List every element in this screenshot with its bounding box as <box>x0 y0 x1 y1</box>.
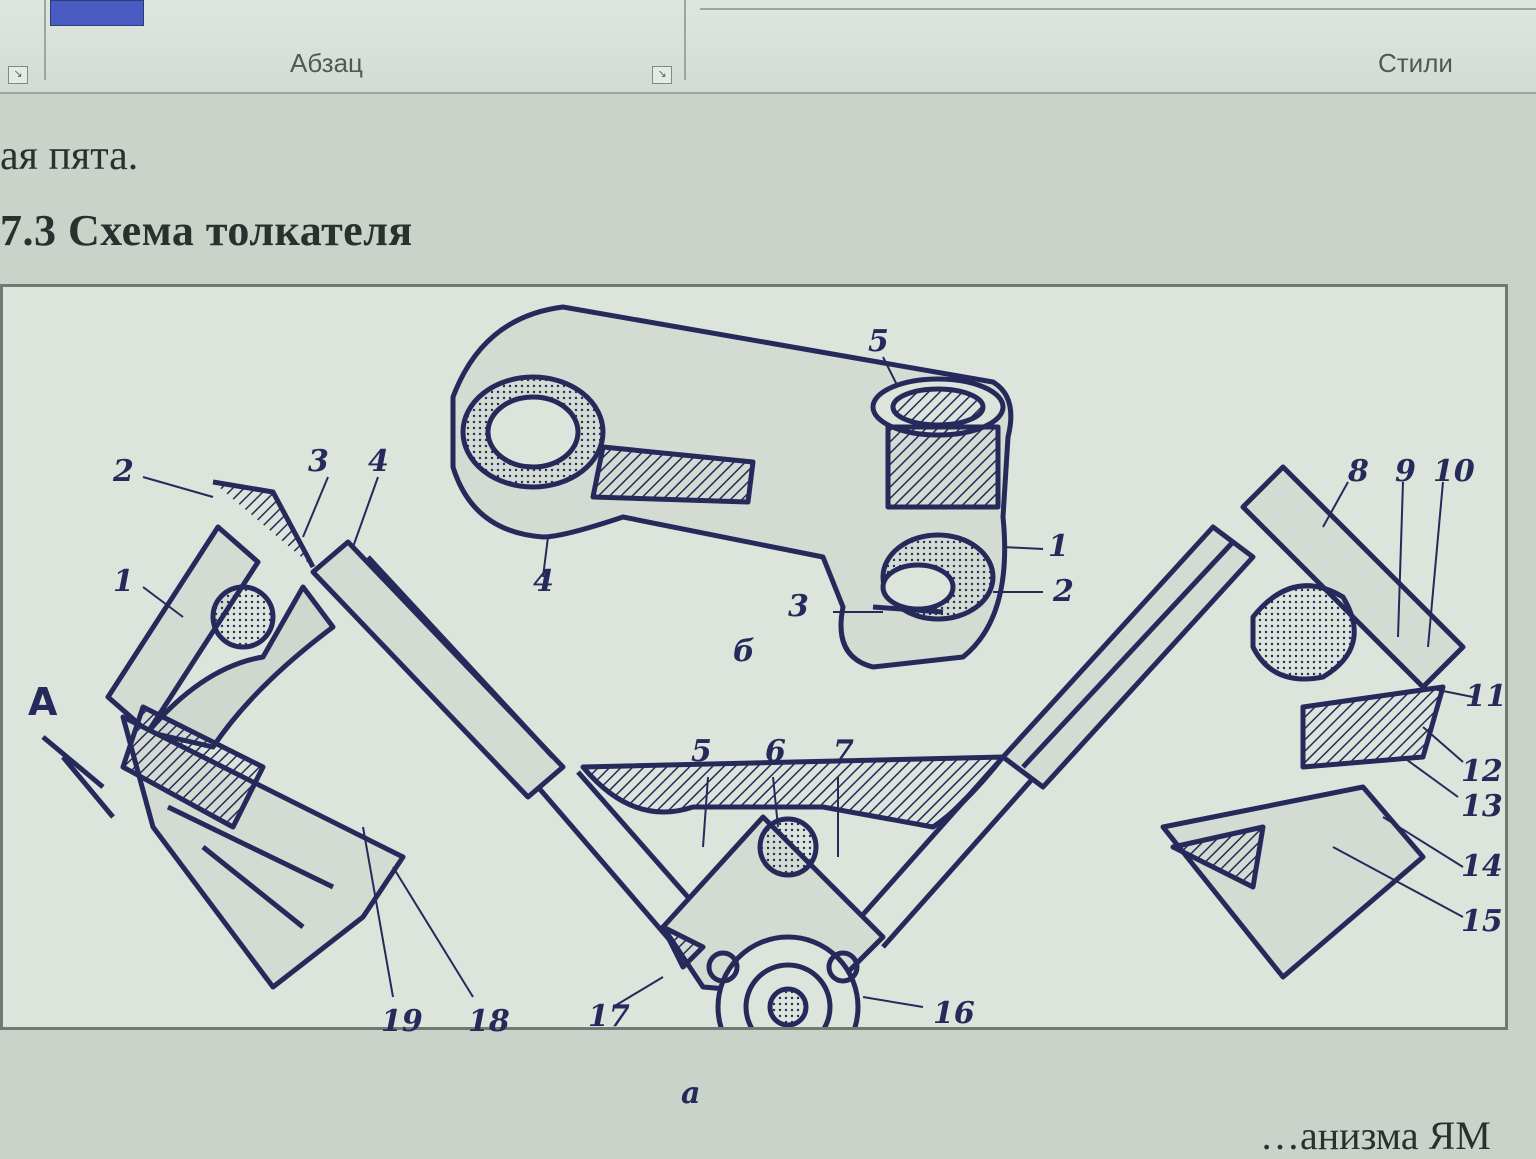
lever-detail-drawing <box>450 304 1014 670</box>
word-ribbon: ↘ Абзац ↘ Стили <box>0 0 1536 94</box>
paragraph-dialog-launcher-icon[interactable]: ↘ <box>652 66 672 84</box>
callout-label: 7 <box>833 734 854 769</box>
dimension-a-label: А <box>28 680 58 724</box>
detail-callout-label: 2 <box>1053 574 1074 609</box>
next-paragraph-fragment: …анизма ЯМ <box>1260 1113 1491 1158</box>
styles-group-label: Стили <box>1378 48 1453 78</box>
pusher-diagram-figure[interactable]: 2 3 4 1 19 18 17 16 5 6 7 8 9 10 11 12 1… <box>0 284 1508 1109</box>
callout-label: 13 <box>1461 789 1503 824</box>
right-rocker-arm-drawing <box>1000 464 1466 980</box>
detail-callout-label: 1 <box>1048 529 1069 564</box>
callout-label: 17 <box>588 999 630 1034</box>
dimension-a-marker <box>41 735 115 819</box>
callout-label: 1 <box>113 564 134 599</box>
callout-label: 9 <box>1395 454 1416 489</box>
callout-label: 3 <box>308 444 329 479</box>
callout-label: 8 <box>1348 454 1369 489</box>
styles-gallery[interactable] <box>700 0 1536 10</box>
view-label-main: а <box>681 1076 701 1111</box>
callout-label: 6 <box>765 734 786 769</box>
callout-label: 5 <box>691 734 712 769</box>
center-camshaft-drawing <box>536 754 1045 1027</box>
callout-label: 12 <box>1461 754 1503 789</box>
view-label-detail: б <box>733 634 755 669</box>
callout-label: 2 <box>113 454 134 489</box>
callout-label: 4 <box>368 444 389 479</box>
callout-label: 10 <box>1433 454 1475 489</box>
font-dialog-launcher-icon[interactable]: ↘ <box>8 66 28 84</box>
callout-label: 15 <box>1461 904 1503 939</box>
previous-paragraph-text: ая пята. <box>0 133 139 179</box>
ribbon-separator <box>44 0 46 80</box>
paragraph-group-label: Абзац <box>290 48 363 78</box>
section-heading: 7.3 Схема толкателя <box>0 206 413 255</box>
callout-label: 16 <box>933 996 975 1031</box>
detail-callout-label: 4 <box>533 564 554 599</box>
callout-label: 11 <box>1465 679 1507 714</box>
callout-label: 19 <box>381 1004 423 1039</box>
detail-callout-label: 3 <box>788 589 809 624</box>
callout-label: 14 <box>1461 849 1503 884</box>
color-swatch[interactable] <box>50 0 144 26</box>
callout-label: 18 <box>468 1004 510 1039</box>
left-rocker-arm-drawing <box>105 479 566 990</box>
ribbon-separator <box>684 0 686 80</box>
pusher-drawing <box>41 304 1474 1027</box>
detail-callout-label: 5 <box>868 324 889 359</box>
